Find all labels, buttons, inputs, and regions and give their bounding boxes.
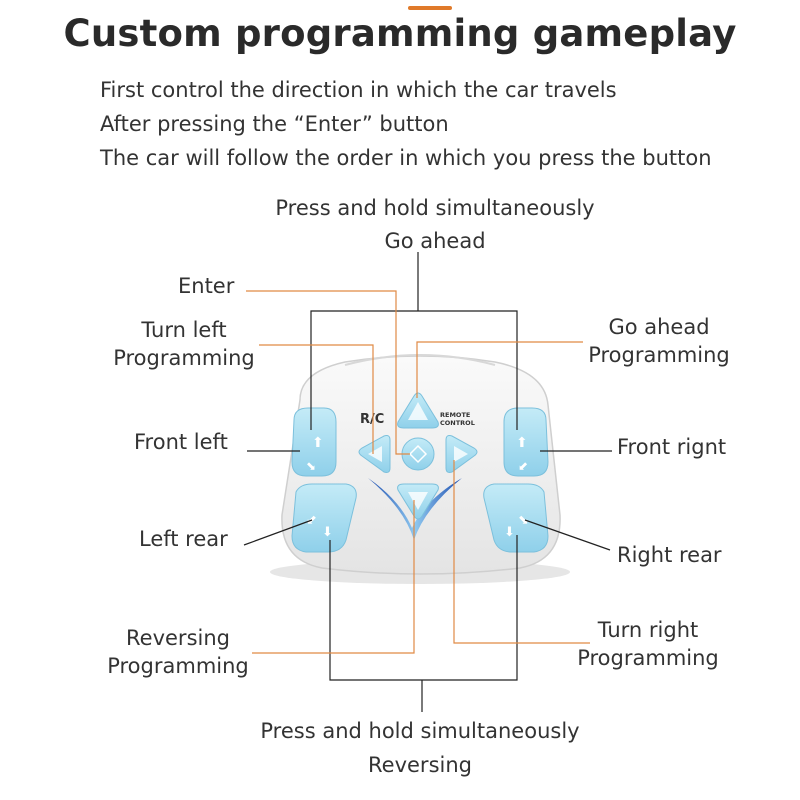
label-reversing-prog-line2: Programming — [107, 654, 249, 678]
remote-top-rim — [344, 354, 496, 366]
top-accent-bar — [408, 6, 452, 10]
label-go-ahead-prog: Go ahead Programming — [583, 313, 735, 369]
remote-brand: R/C — [360, 412, 384, 427]
v-decoration — [368, 478, 462, 540]
label-turn-left-prog-line1: Turn left — [141, 318, 227, 342]
hold-reverse-bracket — [329, 535, 518, 681]
turn-left-line — [259, 344, 374, 454]
turn-left-arrow-icon — [368, 446, 382, 462]
enter-line — [246, 290, 410, 455]
turn-right-arrow-icon — [454, 446, 468, 462]
front-right-arrow-icon: ⬆ — [516, 435, 528, 451]
orange-leader-lines — [246, 290, 590, 654]
intro-line-1: First control the direction in which the… — [100, 78, 617, 102]
label-hold-reverse-line2: Reversing — [368, 753, 472, 777]
label-hold-reverse: Press and hold simultaneously Reversing — [0, 717, 800, 779]
label-left-rear: Left rear — [139, 527, 228, 551]
label-front-right: Front rignt — [617, 435, 727, 459]
black-leader-lines — [243, 252, 612, 712]
intro-line-2: After pressing the “Enter” button — [100, 112, 449, 136]
label-hold-ahead-line2: Go ahead — [384, 229, 486, 253]
front-left-diag-icon: ⬊ — [306, 459, 316, 473]
label-turn-right-prog-line1: Turn right — [597, 618, 699, 642]
label-turn-right-prog: Turn right Programming — [572, 616, 724, 672]
left-rear-button — [291, 483, 357, 553]
intro-line-3: The car will follow the order in which y… — [100, 146, 712, 170]
left-rear-arrow-icon: ⬇ — [322, 525, 333, 540]
right-rear-line — [524, 519, 611, 551]
front-left-button — [291, 407, 337, 477]
right-rear-arrow-icon: ⬇ — [504, 525, 515, 540]
label-right-rear: Right rear — [617, 543, 722, 567]
turn-right-line — [453, 460, 590, 644]
go-ahead-line — [416, 341, 583, 398]
label-hold-ahead: Press and hold simultaneously Go ahead — [0, 194, 800, 255]
label-go-ahead-prog-line1: Go ahead — [608, 315, 710, 339]
remote-tag-line2: CONTROL — [440, 419, 475, 427]
front-left-arrow-icon: ⬆ — [312, 435, 324, 451]
page-title: Custom programming gameplay — [63, 12, 737, 55]
go-ahead-arrow-icon — [408, 402, 428, 420]
label-turn-left-prog-line2: Programming — [113, 346, 255, 370]
remote-tag-line1: REMOTE — [440, 411, 470, 419]
label-hold-ahead-line1: Press and hold simultaneously — [275, 196, 595, 220]
reversing-line — [252, 500, 415, 654]
front-right-diag-icon: ⬋ — [518, 459, 528, 473]
right-rear-diag-icon: ⬊ — [518, 513, 529, 528]
hold-ahead-bracket — [310, 310, 518, 430]
left-rear-line — [243, 519, 313, 546]
label-hold-reverse-line1: Press and hold simultaneously — [260, 719, 580, 743]
label-front-left: Front left — [134, 430, 228, 454]
label-reversing-prog: Reversing Programming — [102, 624, 254, 680]
label-turn-left-prog: Turn left Programming — [108, 316, 260, 372]
label-go-ahead-prog-line2: Programming — [588, 343, 730, 367]
enter-diamond-icon — [408, 444, 428, 464]
front-right-button — [503, 407, 549, 477]
reverse-arrow-icon — [408, 492, 428, 510]
label-enter: Enter — [178, 274, 235, 298]
label-turn-right-prog-line2: Programming — [577, 646, 719, 670]
label-reversing-prog-line1: Reversing — [126, 626, 230, 650]
right-rear-button — [483, 483, 549, 553]
